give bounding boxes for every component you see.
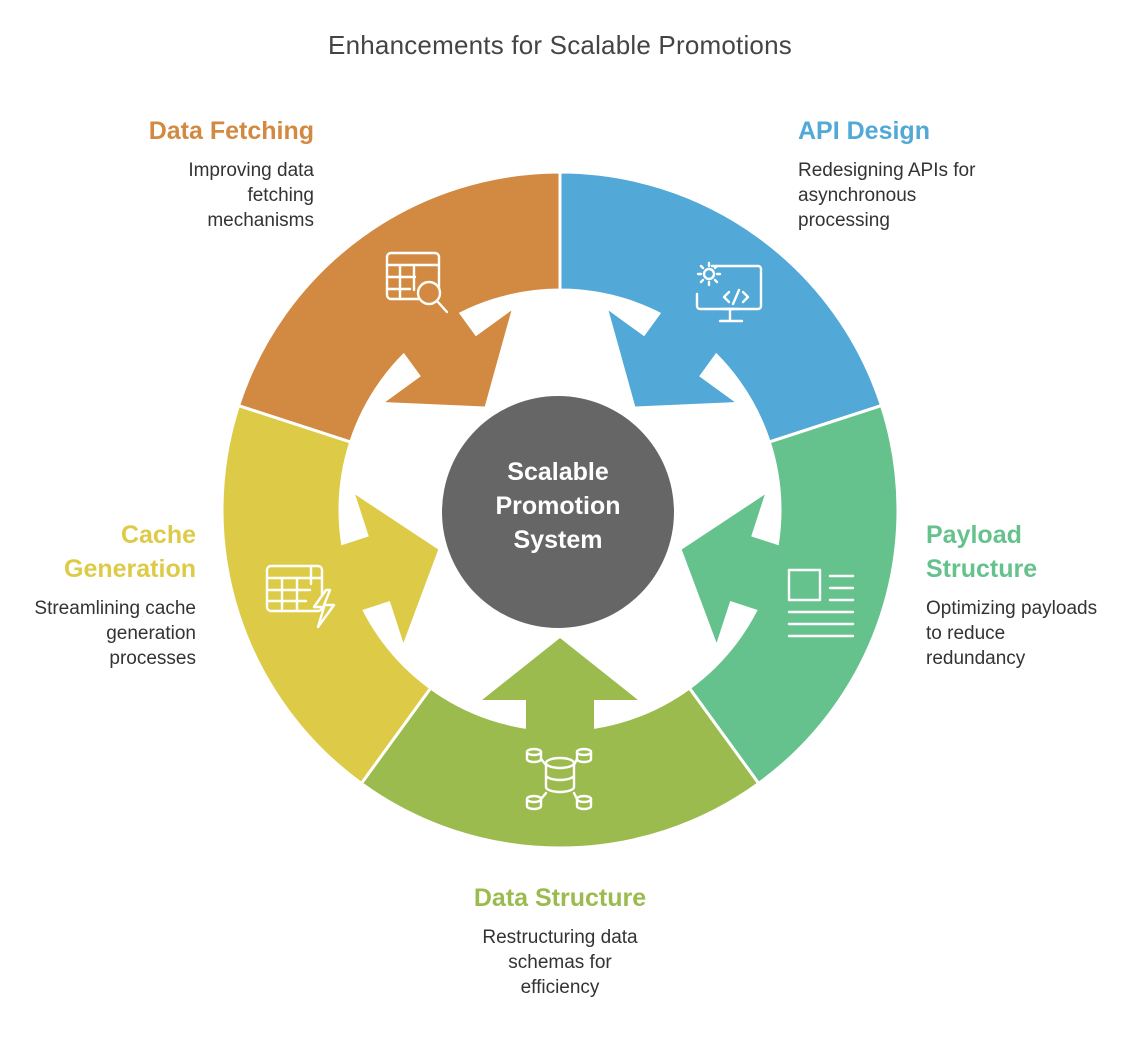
table-search-icon <box>385 251 449 314</box>
settings-code-monitor-icon <box>695 261 763 323</box>
heading-cache-generation: Cache Generation <box>64 521 196 583</box>
document-layout-icon <box>787 568 855 638</box>
database-network-icon <box>525 747 593 811</box>
desc-cache-generation: Streamlining cache generation processes <box>34 598 196 669</box>
desc-data-fetching: Improving data fetching mechanisms <box>188 160 314 231</box>
label-payload-structure: Payload Structure Optimizing payloads to… <box>926 518 1136 671</box>
desc-api-design: Redesigning APIs for asynchronous proces… <box>798 160 976 231</box>
heading-payload-structure: Payload Structure <box>926 521 1038 583</box>
desc-payload-structure: Optimizing payloads to reduce redundancy <box>926 598 1098 669</box>
label-api-design: API Design Redesigning APIs for asynchro… <box>798 114 1038 233</box>
diagram-title: Enhancements for Scalable Promotions <box>328 30 792 60</box>
arrow-data-fetching <box>378 278 512 407</box>
label-cache-generation: Cache Generation Streamlining cache gene… <box>10 518 196 671</box>
desc-data-structure: Restructuring data schemas for efficienc… <box>482 927 638 998</box>
center-label: Scalable Promotion System <box>495 458 621 554</box>
arrow-data-structure <box>482 638 638 772</box>
arrow-payload-structure <box>681 494 820 643</box>
heading-api-design: API Design <box>798 117 930 145</box>
table-lightning-icon <box>265 564 336 629</box>
heading-data-fetching: Data Fetching <box>148 117 314 145</box>
heading-data-structure: Data Structure <box>473 884 647 912</box>
label-data-fetching: Data Fetching Improving data fetching me… <box>138 114 314 233</box>
label-data-structure: Data Structure Restructuring data schema… <box>420 881 700 1000</box>
center-circle <box>442 396 674 628</box>
